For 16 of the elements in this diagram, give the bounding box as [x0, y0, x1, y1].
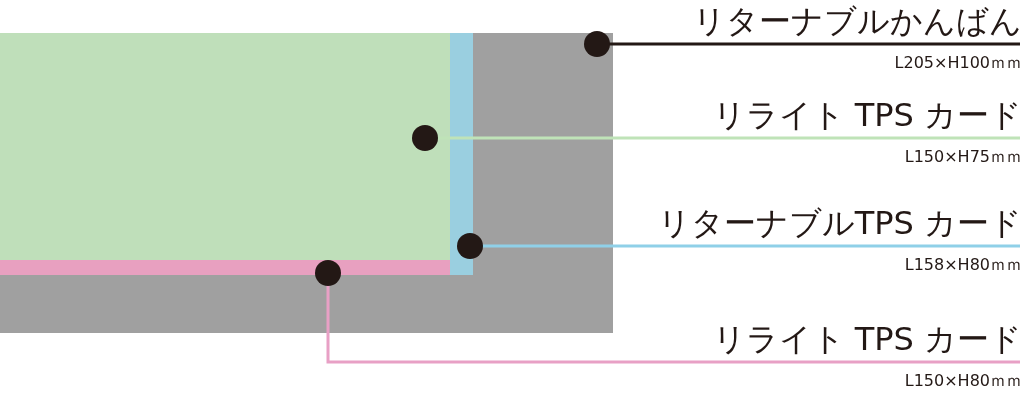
part-name: リライト TPS カード: [712, 320, 1022, 358]
part-name: リライト TPS カード: [712, 96, 1022, 134]
leader-line: [457, 233, 1020, 259]
card-shape: [0, 33, 450, 260]
dimension-text: L150×H75ｍｍ: [904, 146, 1022, 168]
leader-line: [412, 125, 1020, 151]
card-shape: [0, 260, 450, 275]
leader-line: [315, 260, 1020, 364]
dimension-text: L150×H80ｍｍ: [904, 370, 1022, 392]
dimension-text: L158×H80ｍｍ: [904, 254, 1022, 276]
card-slot-panel: [0, 33, 613, 333]
leader-line: [584, 31, 1020, 57]
dimension-text: L205×H100ｍｍ: [894, 52, 1022, 74]
part-name: リターナブルTPS カード: [657, 204, 1022, 242]
part-name: リターナブルかんばん: [693, 2, 1022, 40]
card-shape: [450, 33, 473, 275]
